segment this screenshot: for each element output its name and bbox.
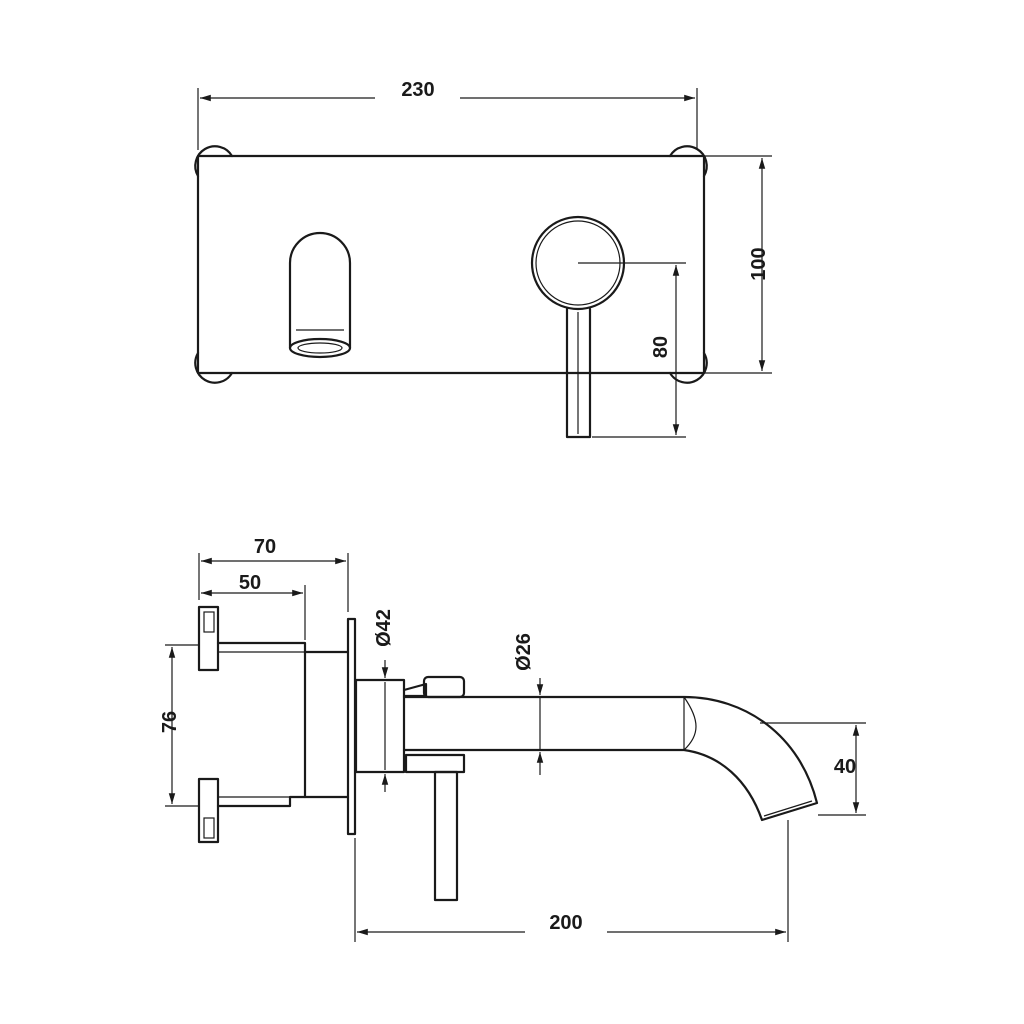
dimension-width: 230 [197, 79, 698, 150]
spout-diameter-label: Ø26 [513, 633, 535, 671]
front-view: 230 100 80 [194, 79, 772, 439]
spout-length-label: 200 [549, 912, 582, 934]
wall-flange [346, 617, 357, 836]
dimension-body-diameter: Ø42 [356, 609, 395, 792]
width-label: 230 [401, 79, 434, 101]
corner-cap-top-left [194, 145, 234, 178]
dimension-spout-diameter: Ø26 [513, 633, 544, 775]
dimension-spout-length: 200 [354, 820, 789, 942]
depth-label: 70 [254, 536, 276, 558]
rear-mount-top [197, 605, 220, 672]
mixer-body [354, 675, 466, 774]
dimension-spout-drop: 40 [760, 722, 866, 816]
concealed-body [216, 641, 350, 808]
dimension-height: 100 [704, 155, 772, 374]
flange-height-label: 76 [159, 711, 181, 733]
spout [402, 695, 819, 822]
dimension-flange-height: 76 [159, 644, 199, 807]
lever-height-label: 80 [650, 336, 672, 358]
mixer-lever [530, 215, 626, 439]
dimension-depth: 70 [198, 536, 349, 612]
spout-outlet [288, 231, 352, 359]
dimension-lever-height: 80 [578, 262, 686, 438]
spout-drop-label: 40 [834, 756, 856, 778]
corner-cap-bottom-left [194, 351, 234, 384]
corner-cap-top-right [668, 145, 708, 178]
inner-depth-label: 50 [239, 572, 261, 594]
dimension-inner-depth: 50 [201, 572, 306, 640]
back-plate [196, 154, 706, 375]
lever-handle [433, 770, 459, 902]
body-diameter-label: Ø42 [373, 609, 395, 647]
height-label: 100 [748, 247, 770, 280]
rear-mount-bottom [197, 777, 220, 844]
side-view: 70 50 76 Ø42 Ø26 [159, 536, 866, 942]
